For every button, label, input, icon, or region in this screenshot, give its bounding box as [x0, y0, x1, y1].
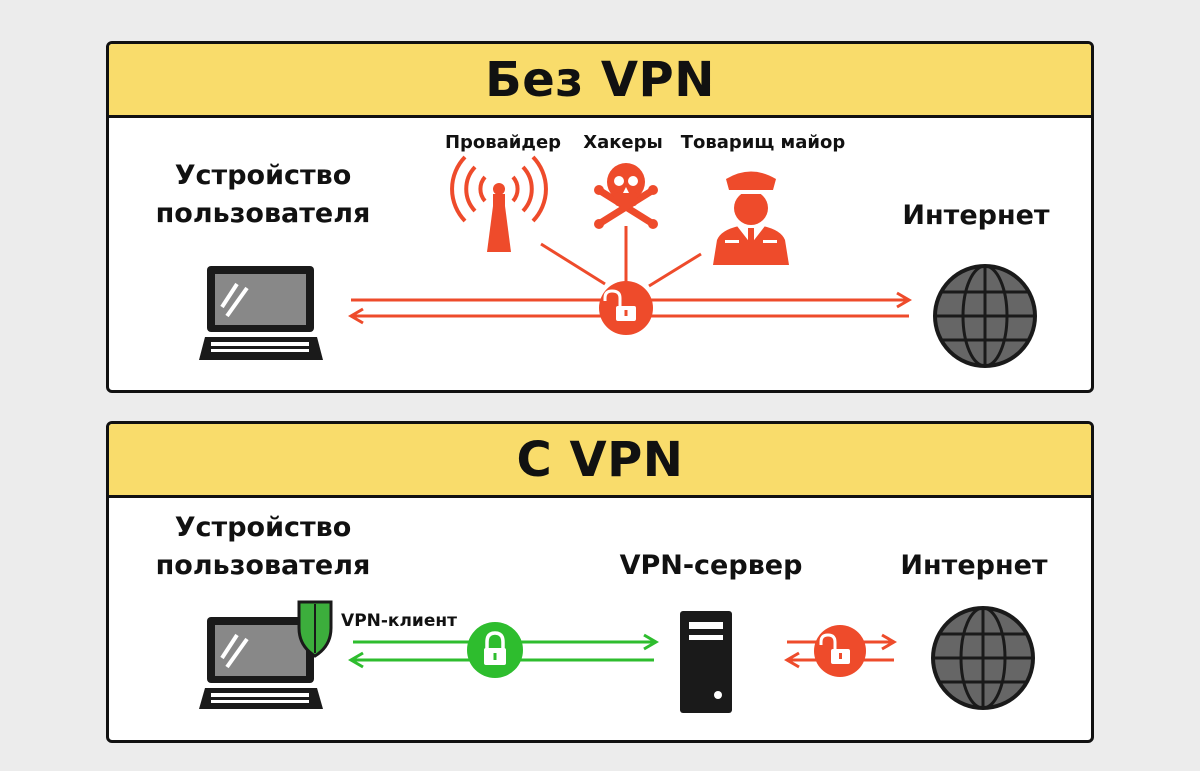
device-label-line1: Устройство [175, 160, 352, 191]
unlocked-padlock-icon [599, 281, 653, 335]
without-vpn-header: Без VPN [109, 44, 1091, 118]
with-vpn-header: С VPN [109, 424, 1091, 498]
vpn-server-label: VPN-сервер [620, 550, 803, 581]
interception-lines [540, 226, 702, 288]
device-label-line1: Устройство [175, 512, 352, 543]
threat-label-officer: Товарищ майор [681, 132, 846, 153]
police-officer-icon [713, 171, 789, 265]
antenna-icon [450, 155, 548, 252]
device-label-line2: пользователя [156, 550, 371, 581]
without-vpn-diagram: Устройство пользователя [156, 132, 1050, 368]
unlocked-padlock-icon [814, 625, 866, 677]
threat-label-hackers: Хакеры [583, 132, 663, 153]
internet-label: Интернет [900, 550, 1048, 581]
globe-icon [931, 606, 1035, 710]
with-vpn-panel: С VPN Устройство пользователя VPN-клиент [106, 421, 1094, 743]
with-vpn-title: С VPN [516, 431, 684, 488]
without-vpn-title: Без VPN [485, 51, 715, 108]
threat-label-provider: Провайдер [445, 132, 561, 153]
globe-icon [933, 264, 1037, 368]
vpn-client-label: VPN-клиент [341, 611, 457, 631]
locked-padlock-icon [467, 622, 523, 678]
with-vpn-diagram: Устройство пользователя VPN-клиент [156, 512, 1048, 713]
laptop-icon [199, 617, 323, 709]
internet-label: Интернет [902, 200, 1050, 231]
laptop-icon [199, 266, 323, 360]
skull-icon [594, 163, 658, 229]
without-vpn-panel: Без VPN Устройство пользователя [106, 41, 1094, 393]
server-icon [680, 611, 732, 713]
device-label-line2: пользователя [156, 198, 371, 229]
shield-icon [297, 600, 333, 658]
